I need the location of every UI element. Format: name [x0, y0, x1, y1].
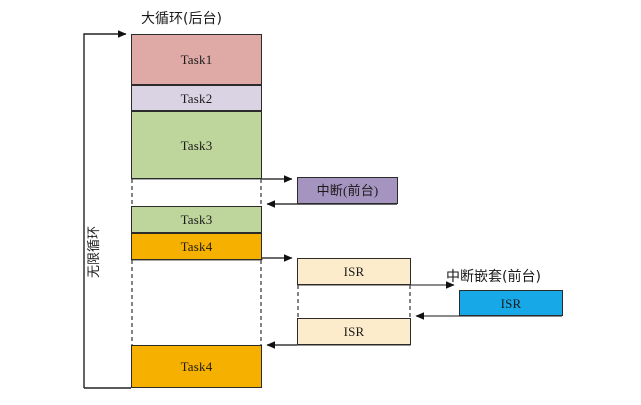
loop-return-arrow: [83, 30, 131, 389]
task-block-task1[interactable]: Task1: [131, 34, 262, 85]
task-block-task2[interactable]: Task2: [131, 85, 262, 111]
task-block-task4-resumed[interactable]: Task4: [131, 345, 262, 388]
nested-interrupt-title: 中断嵌套(前台): [446, 269, 541, 285]
task-block-task4-first[interactable]: Task4: [131, 233, 262, 260]
task-block-task3-first[interactable]: Task3: [131, 111, 262, 179]
isr-block-bottom[interactable]: ISR: [297, 318, 411, 345]
page-title: 大循环(后台): [141, 11, 222, 27]
isr-block-top[interactable]: ISR: [297, 258, 411, 285]
nested-isr-block[interactable]: ISR: [459, 290, 563, 316]
task-block-task3-resumed[interactable]: Task3: [131, 206, 262, 233]
interrupt-block[interactable]: 中断(前台): [297, 177, 398, 204]
infinite-loop-label: 无限循环: [87, 225, 102, 278]
